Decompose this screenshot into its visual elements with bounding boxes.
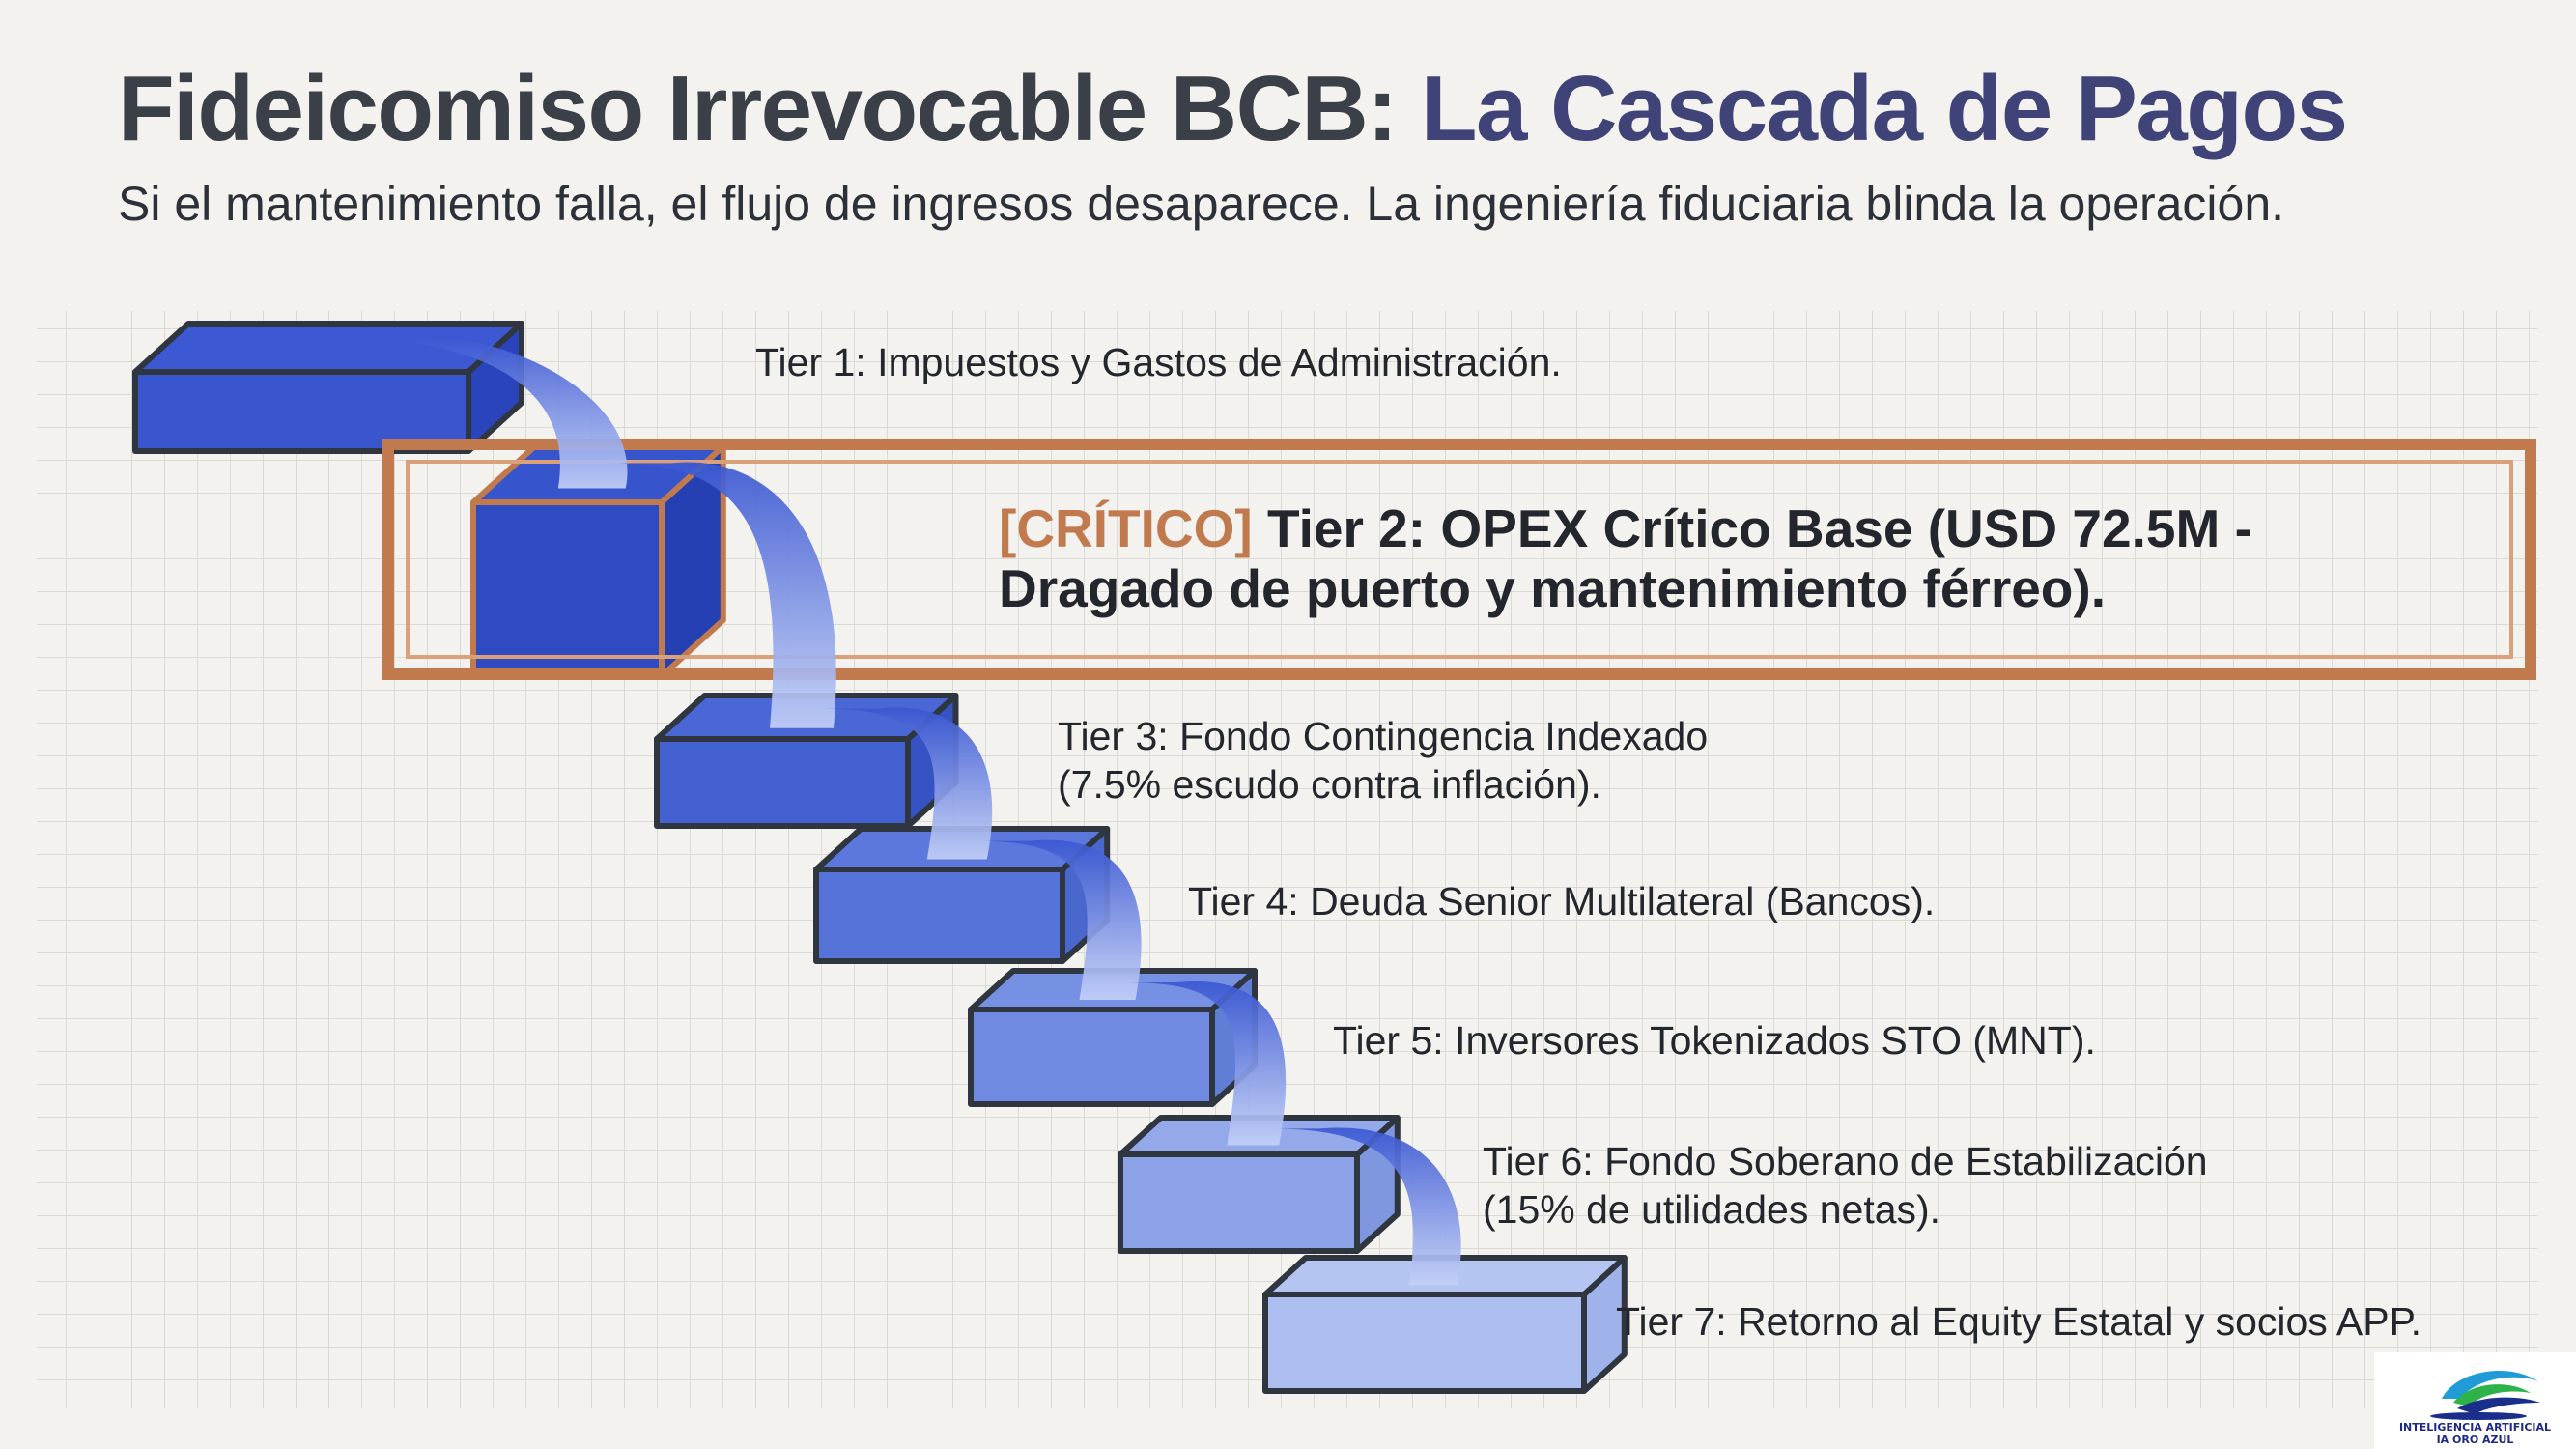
title-main: Fideicomiso Irrevocable BCB: [118,57,1398,160]
logo-swoosh-icon [2430,1370,2540,1420]
tier-3-front [654,736,911,829]
flow-ribbon-4-to-5 [974,839,1142,1000]
flow-ribbon-6-to-7 [1270,1127,1461,1286]
tier-1-top [132,321,524,375]
flow-ribbon-3-to-4 [818,707,993,860]
tier-1-block [132,321,524,454]
tier-6-line2: (15% de utilidades netas). [1483,1187,1941,1232]
critical-tag: [CRÍTICO] [999,498,1253,558]
flow-ribbon-5-to-6 [1124,981,1287,1146]
tier-3-label: Tier 3: Fondo Contingencia Indexado (7.5… [1058,712,1708,809]
tier-7-label: Tier 7: Retorno al Equity Estatal y soci… [1616,1297,2421,1346]
page-subtitle: Si el mantenimiento falla, el flujo de i… [118,177,2285,231]
tier-3-line2: (7.5% escudo contra inflación). [1058,762,1601,807]
flow-ribbon-2-to-3 [608,462,836,728]
tier-5-front [968,1007,1215,1107]
tier-6-label: Tier 6: Fondo Soberano de Estabilización… [1483,1137,2208,1234]
flow-ribbon-1-to-2 [345,337,628,489]
tier-1-line1: Tier 1: Impuestos y Gastos de Administra… [755,340,1562,384]
tier-5-line1: Tier 5: Inversores Tokenizados STO (MNT)… [1333,1018,2096,1063]
logo-text-line1: INTELIGENCIA ARTIFICIAL [2398,1421,2552,1434]
tier-4-label: Tier 4: Deuda Senior Multilateral (Banco… [1188,877,1935,925]
tier-3-line1: Tier 3: Fondo Contingencia Indexado [1058,714,1709,758]
logo-text-line2: IA ORO AZUL [2436,1434,2514,1446]
title-accent: La Cascada de Pagos [1420,57,2348,160]
tier-4-line1: Tier 4: Deuda Senior Multilateral (Banco… [1188,879,1936,923]
tier-7-front [1262,1292,1587,1394]
cash-flow [345,337,1461,1286]
tier-7-line1: Tier 7: Retorno al Equity Estatal y soci… [1616,1299,2422,1344]
tier-4-front [813,867,1065,964]
page-title: Fideicomiso Irrevocable BCB: La Cascada … [118,56,2348,162]
tier-2-line1: Tier 2: OPEX Crítico Base (USD 72.5M - [1252,498,2252,558]
tier-1-label: Tier 1: Impuestos y Gastos de Administra… [755,338,1562,386]
critical-frame [382,439,2536,680]
ia-oro-azul-logo: INTELIGENCIA ARTIFICIAL IA ORO AZUL [2374,1352,2576,1449]
tier-6-line1: Tier 6: Fondo Soberano de Estabilización [1483,1139,2208,1183]
tier-6-front [1118,1151,1360,1254]
tier-2-label: [CRÍTICO] Tier 2: OPEX Crítico Base (USD… [999,498,2252,618]
tier-5-label: Tier 5: Inversores Tokenizados STO (MNT)… [1333,1016,2096,1065]
tier-2-line2: Dragado de puerto y mantenimiento férreo… [999,558,2107,618]
tier-2-front [470,499,665,679]
